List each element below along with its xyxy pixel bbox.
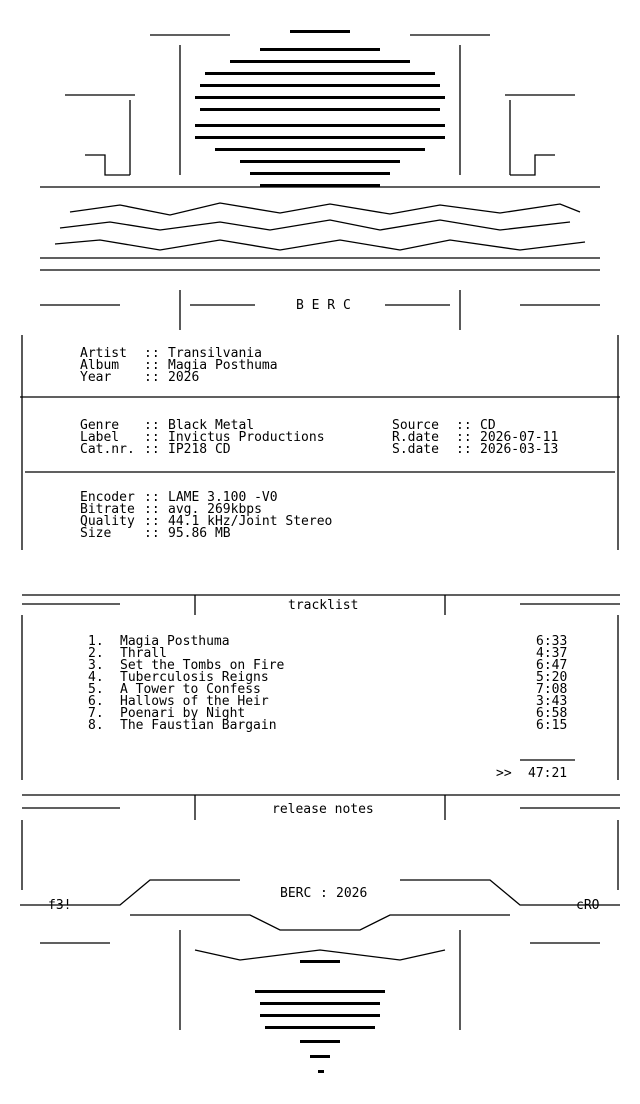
album-value: Magia Posthuma <box>168 358 278 373</box>
bottom-pillar-graphic <box>255 960 385 1073</box>
track-title: The Faustian Bargain <box>120 718 277 733</box>
sdate-label: S.date <box>392 442 439 457</box>
footer-separator: : <box>320 886 328 901</box>
label-label: Label <box>80 430 120 445</box>
track-number: 5. <box>88 682 104 697</box>
field-separator: :: <box>144 514 160 529</box>
field-separator: :: <box>144 346 160 361</box>
rdate-value: 2026-07-11 <box>480 430 559 445</box>
field-separator: :: <box>144 430 160 445</box>
bitrate-value: avg. 269kbps <box>168 502 262 517</box>
size-value: 95.86 MB <box>168 526 231 541</box>
track-number: 3. <box>88 658 104 673</box>
track-time: 6:15 <box>536 718 568 733</box>
field-separator: :: <box>456 430 472 445</box>
track-number: 7. <box>88 706 104 721</box>
field-separator: :: <box>144 442 160 457</box>
track-time: 6:33 <box>536 634 568 649</box>
total-prefix: >> <box>496 766 512 781</box>
quality-value: 44.1 kHz/Joint Stereo <box>168 514 333 529</box>
genre-value: Black Metal <box>168 418 255 433</box>
catnr-label: Cat.nr. <box>80 442 135 457</box>
track-title: Set the Tombs on Fire <box>120 658 285 673</box>
field-separator: :: <box>456 442 472 457</box>
track-time: 5:20 <box>536 670 568 685</box>
track-time: 6:47 <box>536 658 568 673</box>
track-title: Thrall <box>120 646 167 661</box>
year-label: Year <box>80 370 112 385</box>
genre-label: Genre <box>80 418 120 433</box>
size-label: Size <box>80 526 112 541</box>
track-number: 6. <box>88 694 104 709</box>
source-label: Source <box>392 418 439 433</box>
track-number: 8. <box>88 718 104 733</box>
field-separator: :: <box>144 418 160 433</box>
total-time: 47:21 <box>528 766 568 781</box>
skull-crest-graphic <box>195 30 445 187</box>
field-separator: :: <box>144 358 160 373</box>
track-number: 1. <box>88 634 104 649</box>
encoder-value: LAME 3.100 -V0 <box>168 490 278 505</box>
track-number: 2. <box>88 646 104 661</box>
year-value: 2026 <box>168 370 200 385</box>
track-title: A Tower to Confess <box>120 682 261 697</box>
artist-value: Transilvania <box>168 346 262 361</box>
field-separator: :: <box>456 418 472 433</box>
track-time: 4:37 <box>536 646 568 661</box>
footer-year: 2026 <box>336 886 368 901</box>
artist-label: Artist <box>80 346 127 361</box>
tracklist-heading: tracklist <box>288 598 359 613</box>
artist-tag-right: cRO <box>576 898 600 913</box>
track-time: 3:43 <box>536 694 568 709</box>
field-separator: :: <box>144 502 160 517</box>
source-value: CD <box>480 418 496 433</box>
label-value: Invictus Productions <box>168 430 325 445</box>
encoder-label: Encoder <box>80 490 135 505</box>
quality-label: Quality <box>80 514 135 529</box>
bitrate-label: Bitrate <box>80 502 135 517</box>
rdate-label: R.date <box>392 430 439 445</box>
sdate-value: 2026-03-13 <box>480 442 559 457</box>
track-number: 4. <box>88 670 104 685</box>
track-title: Poenari by Night <box>120 706 246 721</box>
album-label: Album <box>80 358 120 373</box>
group-name: B E R C <box>296 298 351 313</box>
catnr-value: IP218 CD <box>168 442 231 457</box>
track-title: Tuberculosis Reigns <box>120 670 269 685</box>
track-title: Hallows of the Heir <box>120 694 269 709</box>
track-time: 6:58 <box>536 706 568 721</box>
field-separator: :: <box>144 490 160 505</box>
release-notes-heading: release notes <box>272 802 374 817</box>
field-separator: :: <box>144 526 160 541</box>
field-separator: :: <box>144 370 160 385</box>
artist-tag-left: f3! <box>48 898 72 913</box>
track-title: Magia Posthuma <box>120 634 230 649</box>
footer-group: BERC <box>280 886 312 901</box>
track-time: 7:08 <box>536 682 568 697</box>
